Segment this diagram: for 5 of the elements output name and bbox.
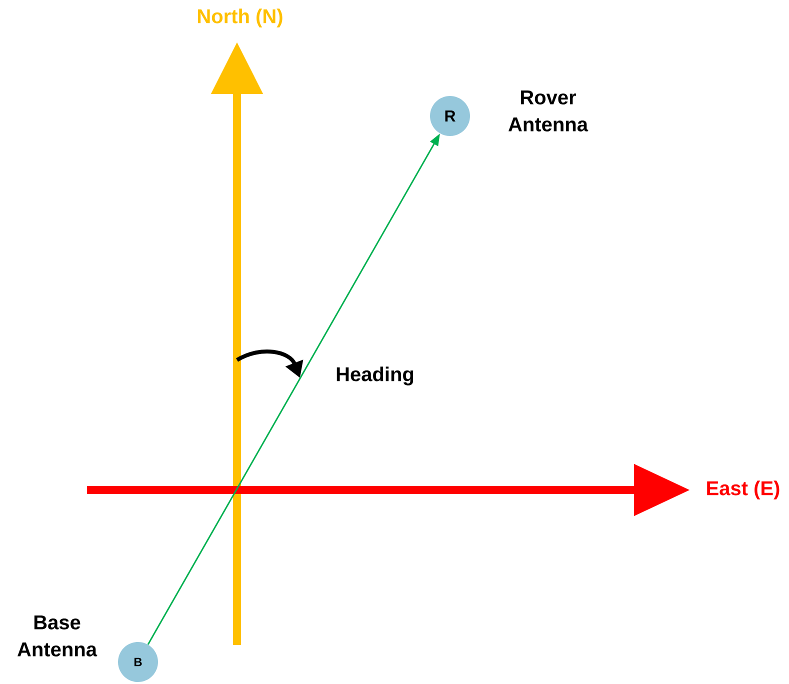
antenna-label: Rover Antenna [508,90,588,132]
east-axis-label: East (E) [707,480,780,500]
antenna-label: Base Antenna [18,616,98,656]
north-axis-label: North (N) [198,8,282,28]
heading-label: Heading [336,366,414,386]
